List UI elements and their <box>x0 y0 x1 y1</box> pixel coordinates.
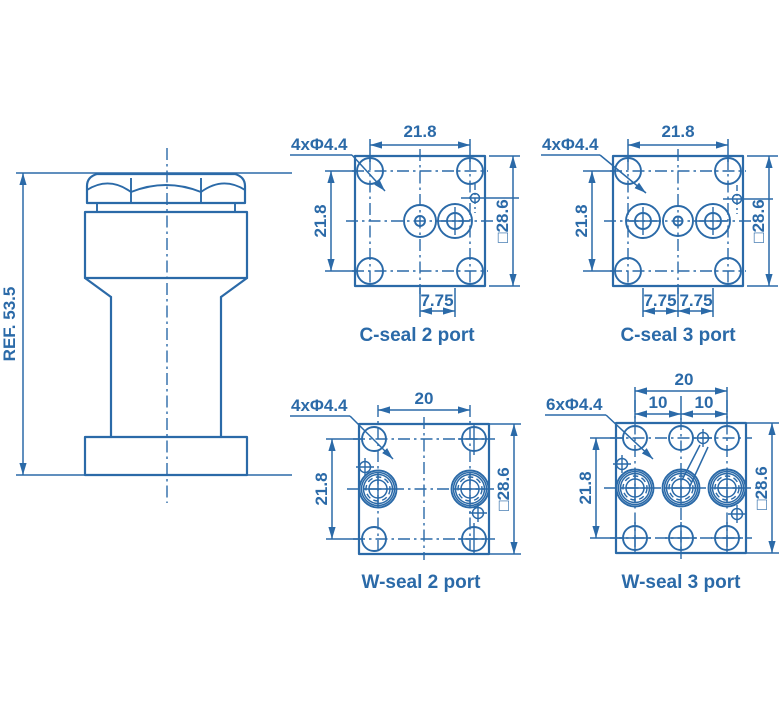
port <box>625 203 661 239</box>
mounting-hole <box>458 423 490 455</box>
pin-hole <box>723 185 773 214</box>
mounting-hole <box>714 257 742 285</box>
port <box>450 469 490 509</box>
dim-left: 21.8 <box>576 471 595 504</box>
dim-left: 21.8 <box>311 204 330 237</box>
view-title: W-seal 3 port <box>622 572 742 593</box>
ref-height-dimension: REF. 53.5 <box>0 287 19 362</box>
mounting-hole <box>458 523 490 555</box>
port <box>661 468 701 508</box>
dim-right: □28.6 <box>493 199 512 242</box>
dim-top: 21.8 <box>403 122 436 141</box>
hole-note: 4xΦ4.4 <box>291 396 348 415</box>
dim-ten-2: 10 <box>695 393 714 412</box>
dim-bottom-1: 7.75 <box>643 291 676 310</box>
hex-nut <box>85 172 247 205</box>
pin-hole <box>613 455 631 473</box>
hole-note: 4xΦ4.4 <box>291 135 348 154</box>
hole-note: 6xΦ4.4 <box>546 395 603 414</box>
mounting-hole <box>711 522 743 554</box>
mounting-hole <box>714 425 740 451</box>
view-title: W-seal 2 port <box>362 572 482 593</box>
dim-right: □28.6 <box>749 199 768 242</box>
port <box>695 203 731 239</box>
body-cylinder <box>83 210 249 280</box>
port <box>437 203 473 239</box>
dim-left: 21.8 <box>312 472 331 505</box>
mounting-hole <box>668 425 694 451</box>
dim-ten-1: 10 <box>649 393 668 412</box>
c-seal-3-port-view: 21.8 21.8 7.75 7.75 □28.6 4xΦ4.4 C-seal … <box>541 122 778 346</box>
pin-hole <box>469 504 487 522</box>
washer <box>96 202 236 213</box>
mounting-hole <box>619 522 651 554</box>
pin-hole <box>728 505 746 523</box>
dim-bottom: 7.75 <box>420 291 453 310</box>
dim-right: □28.6 <box>752 466 771 509</box>
pin-hole <box>461 184 519 213</box>
mounting-hole <box>665 522 697 554</box>
base-flange <box>83 435 249 477</box>
port <box>358 469 398 509</box>
dim-top: 20 <box>675 370 694 389</box>
port <box>707 468 747 508</box>
taper <box>83 276 113 299</box>
view-title: C-seal 3 port <box>620 325 736 346</box>
pin-hole <box>356 458 374 476</box>
mounting-hole <box>456 257 484 285</box>
side-view: REF. 53.5 <box>0 148 292 503</box>
c-seal-2-port-view: 21.8 21.8 7.75 □28.6 4xΦ4.4 C-seal 2 por… <box>290 122 520 346</box>
view-title: C-seal 2 port <box>359 325 475 346</box>
w-seal-2-port-view: 20 21.8 □28.6 4xΦ4.4 W-seal 2 port <box>290 389 521 593</box>
taper <box>219 276 249 299</box>
dim-top: 21.8 <box>661 122 694 141</box>
dim-right: □28.6 <box>494 467 513 510</box>
pin-hole <box>681 429 712 487</box>
w-seal-3-port-view: 20 10 10 21.8 □28.6 6xΦ4.4 W-seal 3 port <box>545 370 779 593</box>
dim-top: 20 <box>415 389 434 408</box>
port <box>615 468 655 508</box>
port <box>662 205 694 237</box>
port <box>403 204 437 238</box>
dim-left: 21.8 <box>572 204 591 237</box>
hole-note: 4xΦ4.4 <box>542 135 599 154</box>
dim-bottom-2: 7.75 <box>679 291 712 310</box>
